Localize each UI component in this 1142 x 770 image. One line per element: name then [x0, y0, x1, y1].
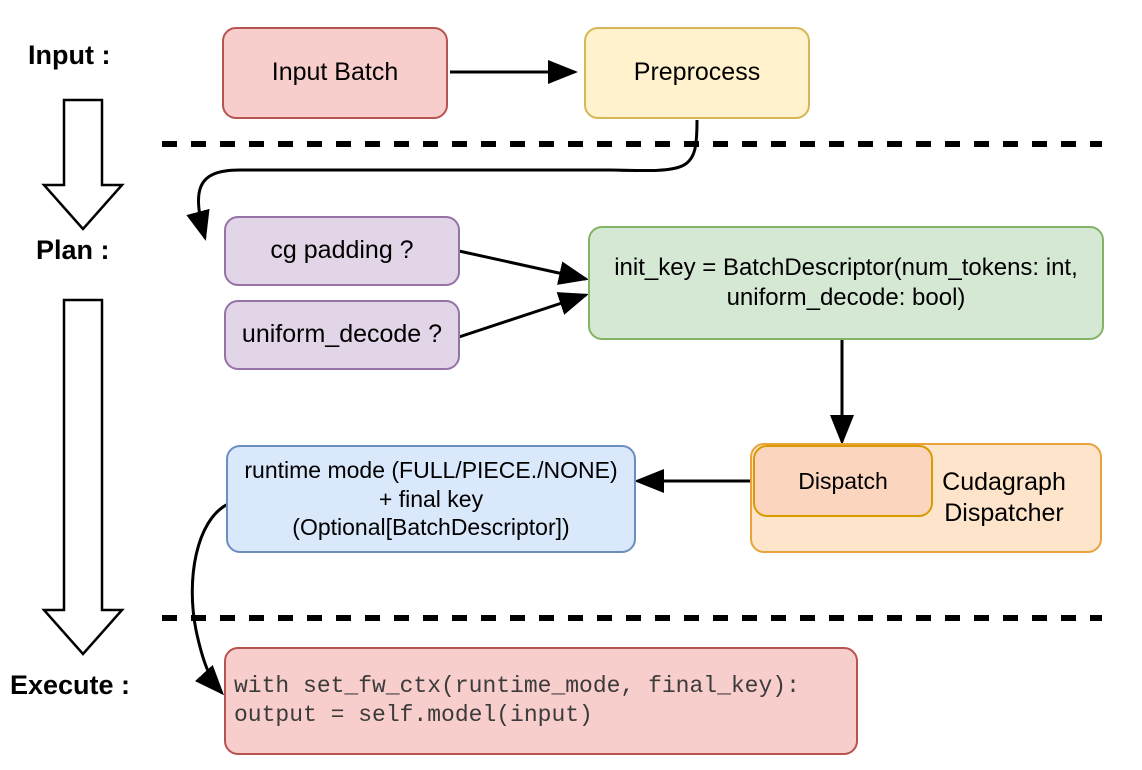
- node-uniform-decode[interactable]: uniform_decode ?: [224, 300, 460, 370]
- node-execute-code-label: with set_fw_ctx(runtime_mode, final_key)…: [234, 673, 800, 728]
- node-cg-padding-label: cg padding ?: [270, 236, 414, 265]
- stage-label-execute: Execute :: [10, 670, 131, 700]
- stage-label-input: Input :: [28, 40, 111, 70]
- node-runtime-mode[interactable]: runtime mode (FULL/PIECE./NONE) + final …: [226, 445, 636, 553]
- node-input-batch[interactable]: Input Batch: [222, 27, 448, 119]
- plan-to-execute-flow-arrow: [41, 298, 125, 656]
- edge-cg-padding-to-init-key: [458, 249, 589, 285]
- node-execute-code[interactable]: with set_fw_ctx(runtime_mode, final_key)…: [224, 647, 858, 755]
- node-uniform-decode-label: uniform_decode ?: [241, 320, 443, 349]
- edge-uniform-decode-to-init-key: [458, 292, 589, 339]
- node-dispatch[interactable]: Dispatch: [753, 445, 933, 517]
- node-init-key[interactable]: init_key = BatchDescriptor(num_tokens: i…: [588, 226, 1104, 340]
- stage-label-plan: Plan :: [36, 235, 110, 265]
- node-cg-padding[interactable]: cg padding ?: [224, 216, 460, 286]
- node-preprocess-label: Preprocess: [633, 58, 761, 87]
- node-preprocess[interactable]: Preprocess: [584, 27, 810, 119]
- input-to-plan-flow-arrow: [41, 98, 125, 231]
- edge-runtime-mode-to-execute-code: [190, 502, 229, 696]
- node-runtime-mode-label: runtime mode (FULL/PIECE./NONE) + final …: [244, 456, 618, 541]
- node-cudagraph-dispatcher-label: Cudagraph Dispatcher: [942, 467, 1066, 527]
- node-input-batch-label: Input Batch: [271, 58, 399, 87]
- node-dispatch-label: Dispatch: [798, 467, 888, 494]
- node-init-key-label: init_key = BatchDescriptor(num_tokens: i…: [614, 254, 1078, 311]
